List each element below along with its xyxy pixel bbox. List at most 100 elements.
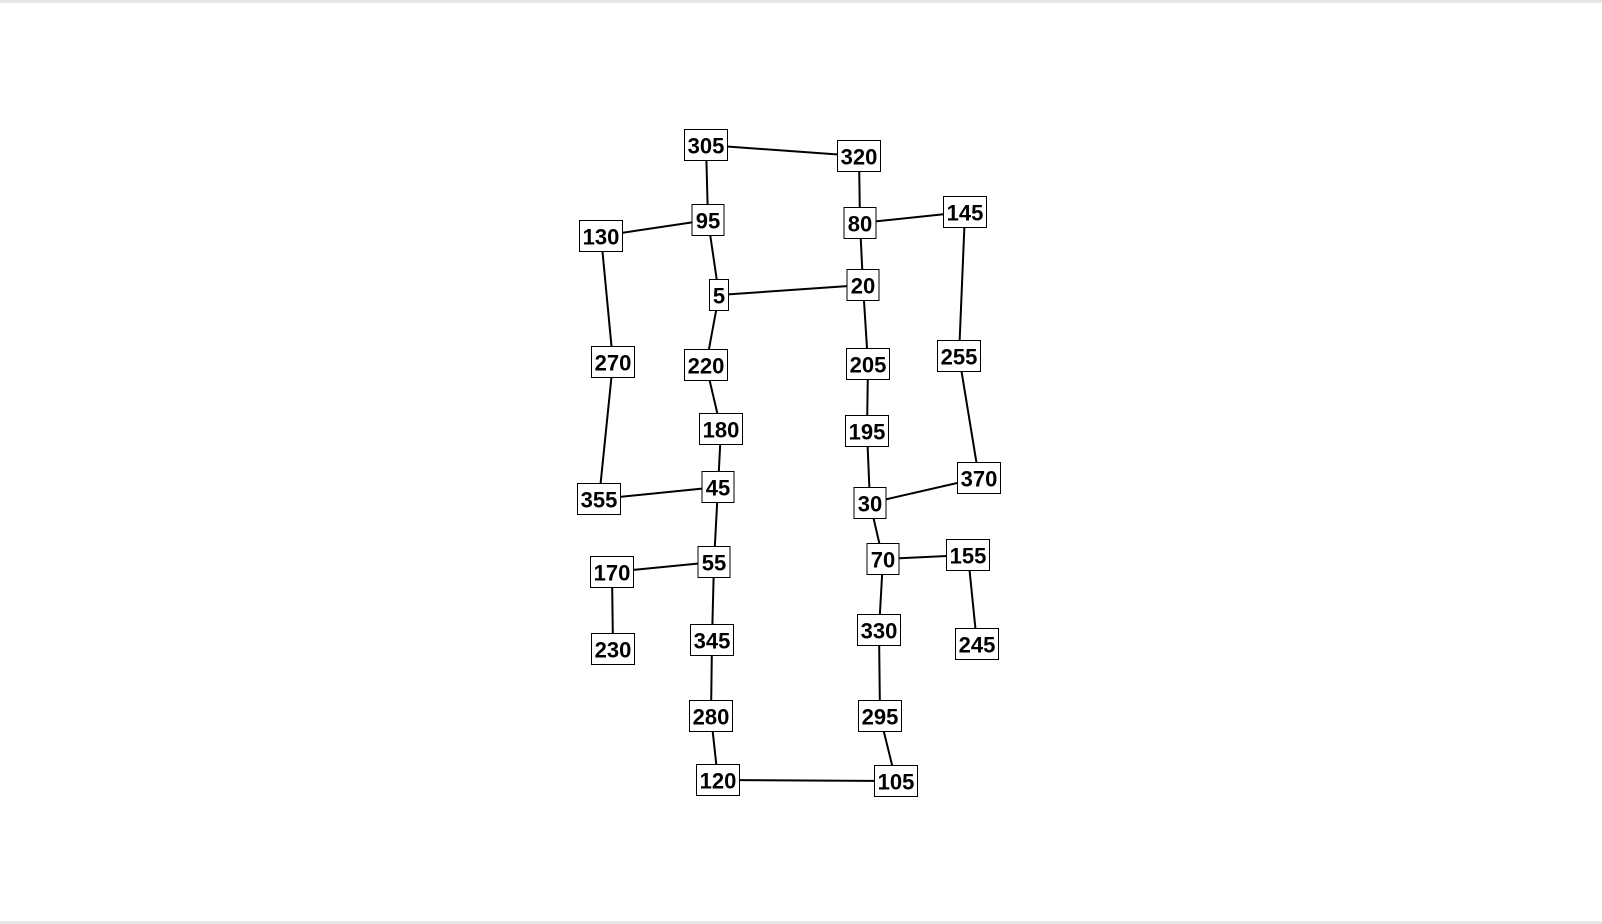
node-55: 55 (697, 546, 731, 578)
node-box (697, 546, 731, 578)
node-145: 145 (943, 196, 987, 228)
node-label: 320 (841, 145, 878, 170)
node-230: 230 (591, 633, 635, 665)
node-box (684, 349, 728, 381)
node-box (699, 413, 743, 445)
node-box (577, 483, 621, 515)
node-label: 55 (702, 551, 726, 576)
node-95: 95 (691, 204, 725, 236)
node-130: 130 (579, 220, 623, 252)
node-label: 130 (583, 225, 620, 250)
node-box (943, 196, 987, 228)
node-label: 205 (850, 353, 887, 378)
node-280: 280 (689, 700, 733, 732)
node-label: 155 (950, 544, 987, 569)
node-label: 280 (693, 705, 730, 730)
node-label: 355 (581, 488, 618, 513)
node-layer: 305 320 95 130 80 145 5 20 270 220 205 255 180 195 45 3… (577, 129, 1001, 797)
node-label: 195 (849, 420, 886, 445)
node-5: 5 (709, 279, 729, 311)
node-box (696, 764, 740, 796)
node-label: 270 (595, 351, 632, 376)
node-label: 120 (700, 769, 737, 794)
node-245: 245 (955, 628, 999, 660)
node-label: 305 (688, 134, 725, 159)
node-box (846, 348, 890, 380)
node-355: 355 (577, 483, 621, 515)
node-label: 145 (947, 201, 984, 226)
node-45: 45 (701, 471, 735, 503)
node-box (690, 624, 734, 656)
node-370: 370 (957, 462, 1001, 494)
node-label: 170 (594, 561, 631, 586)
node-label: 105 (878, 770, 915, 795)
node-box (709, 279, 729, 311)
node-box (955, 628, 999, 660)
node-label: 45 (706, 476, 730, 501)
node-270: 270 (591, 346, 635, 378)
node-120: 120 (696, 764, 740, 796)
edge-5-20 (718, 284, 864, 296)
node-label: 295 (862, 705, 899, 730)
node-20: 20 (846, 269, 880, 301)
node-105: 105 (874, 765, 918, 797)
node-box (937, 340, 981, 372)
node-label: 80 (848, 212, 872, 237)
node-label: 180 (703, 418, 740, 443)
node-80: 80 (843, 207, 877, 239)
node-box (843, 207, 877, 239)
node-170: 170 (590, 556, 634, 588)
edge-145-255 (958, 211, 966, 357)
edge-255-370 (958, 355, 980, 479)
node-70: 70 (866, 543, 900, 575)
edge-270-355 (598, 361, 614, 500)
node-label: 70 (871, 548, 895, 573)
node-label: 330 (861, 619, 898, 644)
node-345: 345 (690, 624, 734, 656)
edge-layer (598, 144, 980, 782)
node-label: 255 (941, 345, 978, 370)
node-box (946, 539, 990, 571)
node-320: 320 (837, 140, 881, 172)
node-box (837, 140, 881, 172)
edge-120-105 (717, 779, 897, 782)
node-330: 330 (857, 614, 901, 646)
node-box (853, 487, 887, 519)
node-box (591, 633, 635, 665)
node-box (691, 204, 725, 236)
node-box (874, 765, 918, 797)
node-205: 205 (846, 348, 890, 380)
node-box (957, 462, 1001, 494)
node-box (858, 700, 902, 732)
node-220: 220 (684, 349, 728, 381)
node-box (701, 471, 735, 503)
node-label: 95 (696, 209, 720, 234)
node-295: 295 (858, 700, 902, 732)
node-label: 20 (851, 274, 875, 299)
node-label: 230 (595, 638, 632, 663)
node-label: 345 (694, 629, 731, 654)
node-195: 195 (845, 415, 889, 447)
node-label: 5 (713, 284, 725, 309)
edge-305-320 (705, 144, 860, 157)
node-box (684, 129, 728, 161)
node-label: 370 (961, 467, 998, 492)
node-label: 245 (959, 633, 996, 658)
node-box (579, 220, 623, 252)
node-box (846, 269, 880, 301)
node-box (590, 556, 634, 588)
graph-diagram: 305 320 95 130 80 145 5 20 270 220 205 255 180 195 45 3… (577, 129, 1001, 797)
node-box (866, 543, 900, 575)
node-box (689, 700, 733, 732)
node-label: 220 (688, 354, 725, 379)
node-30: 30 (853, 487, 887, 519)
node-label: 30 (858, 492, 882, 517)
node-155: 155 (946, 539, 990, 571)
node-180: 180 (699, 413, 743, 445)
node-box (591, 346, 635, 378)
node-255: 255 (937, 340, 981, 372)
node-305: 305 (684, 129, 728, 161)
node-box (857, 614, 901, 646)
node-box (845, 415, 889, 447)
